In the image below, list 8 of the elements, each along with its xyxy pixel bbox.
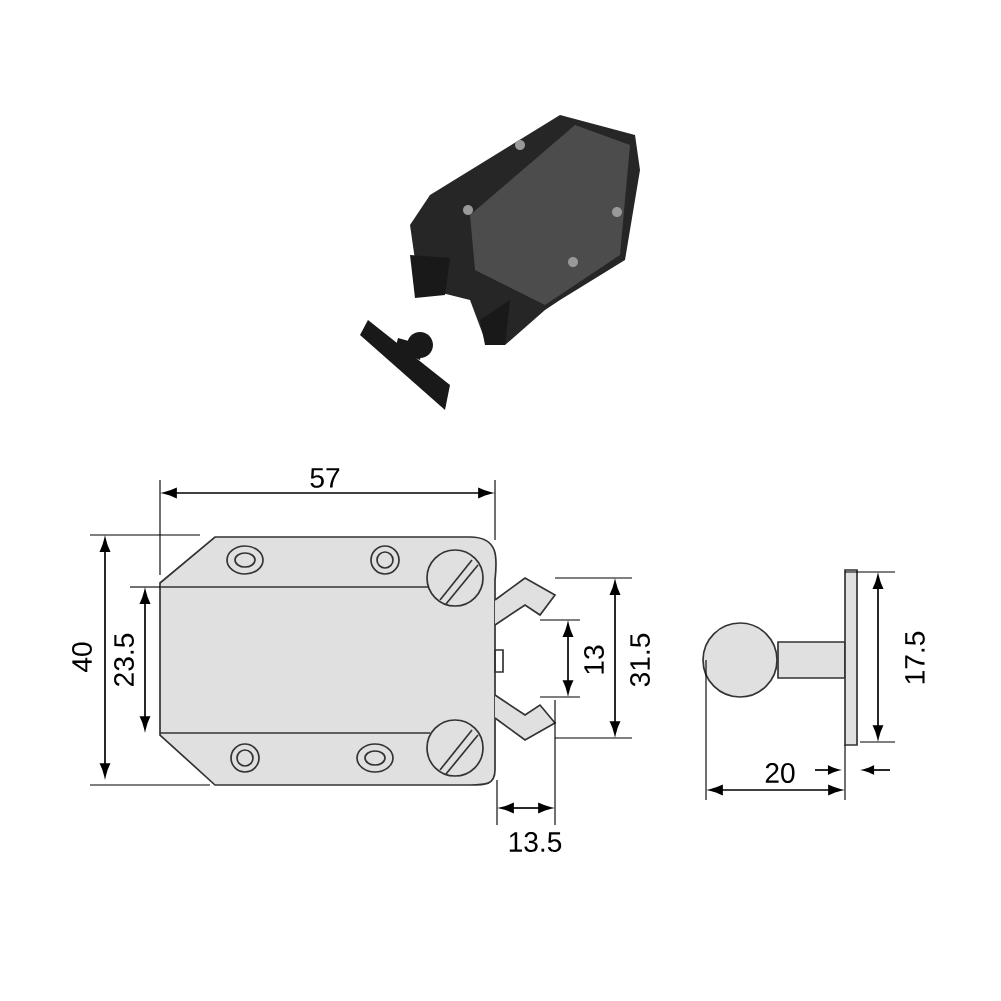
dimension-label: 20 [765,763,795,783]
dimension-label: 13.5 [509,832,562,852]
dimension-label: 57 [310,468,340,488]
dimension-label: 31.5 [630,633,650,687]
dimension-label: 13 [584,645,604,674]
dimension-label: 23.5 [114,633,134,686]
dimension-label: 40 [72,642,92,672]
dimension-label: 17.5 [905,631,925,684]
